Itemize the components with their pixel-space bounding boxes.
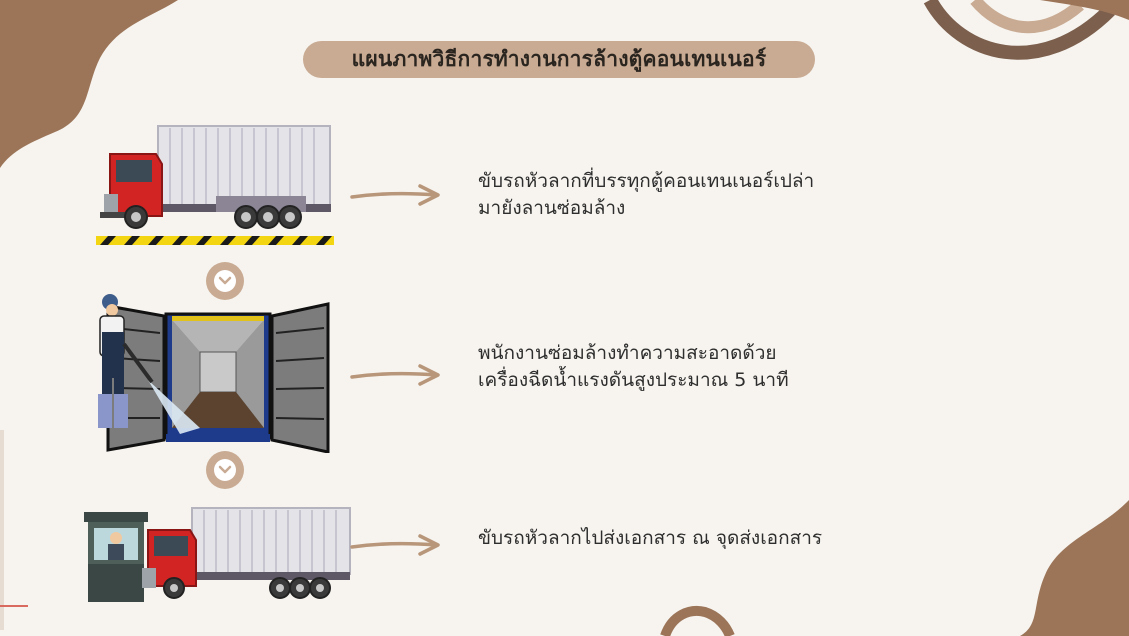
truck-with-container-icon — [96, 125, 334, 245]
corner-arc-top-right — [923, 0, 1115, 60]
step-3-text: ขับรถหัวลากไปส่งเอกสาร ณ จุดส่งเอกสาร — [478, 525, 822, 552]
corner-blob-bottom-right — [1020, 500, 1129, 636]
step-1-text: ขับรถหัวลากที่บรรทุกตู้คอนเทนเนอร์เปล่า … — [478, 168, 814, 222]
chevron-down-icon — [218, 465, 232, 474]
step-2-line-1: พนักงานซ่อมล้างทำความสะอาดด้วย — [478, 342, 777, 364]
right-arrow-icon — [350, 364, 440, 386]
step-2-text: พนักงานซ่อมล้างทำความสะอาดด้วย เครื่องฉี… — [478, 340, 789, 394]
chevron-down-step-2 — [206, 451, 244, 489]
chevron-down-icon — [218, 276, 232, 285]
page-title: แผนภาพวิธีการทำงานการล้างตู้คอนเทนเนอร์ — [303, 41, 815, 78]
step-3-line-1: ขับรถหัวลากไปส่งเอกสาร ณ จุดส่งเอกสาร — [478, 527, 823, 549]
worker-washing-container-icon — [98, 294, 330, 453]
step-2-line-2: เครื่องฉีดน้ำแรงดันสูงประมาณ 5 นาที — [478, 369, 789, 391]
step-1-line-2: มายังลานซ่อมล้าง — [478, 197, 626, 219]
step-1-line-1: ขับรถหัวลากที่บรรทุกตู้คอนเทนเนอร์เปล่า — [478, 170, 815, 192]
right-arrow-icon — [350, 534, 440, 556]
guard-booth-truck-icon — [84, 507, 351, 602]
corner-blob-top-left — [0, 0, 178, 168]
chevron-down-step-1 — [206, 262, 244, 300]
right-arrow-icon — [350, 184, 440, 206]
